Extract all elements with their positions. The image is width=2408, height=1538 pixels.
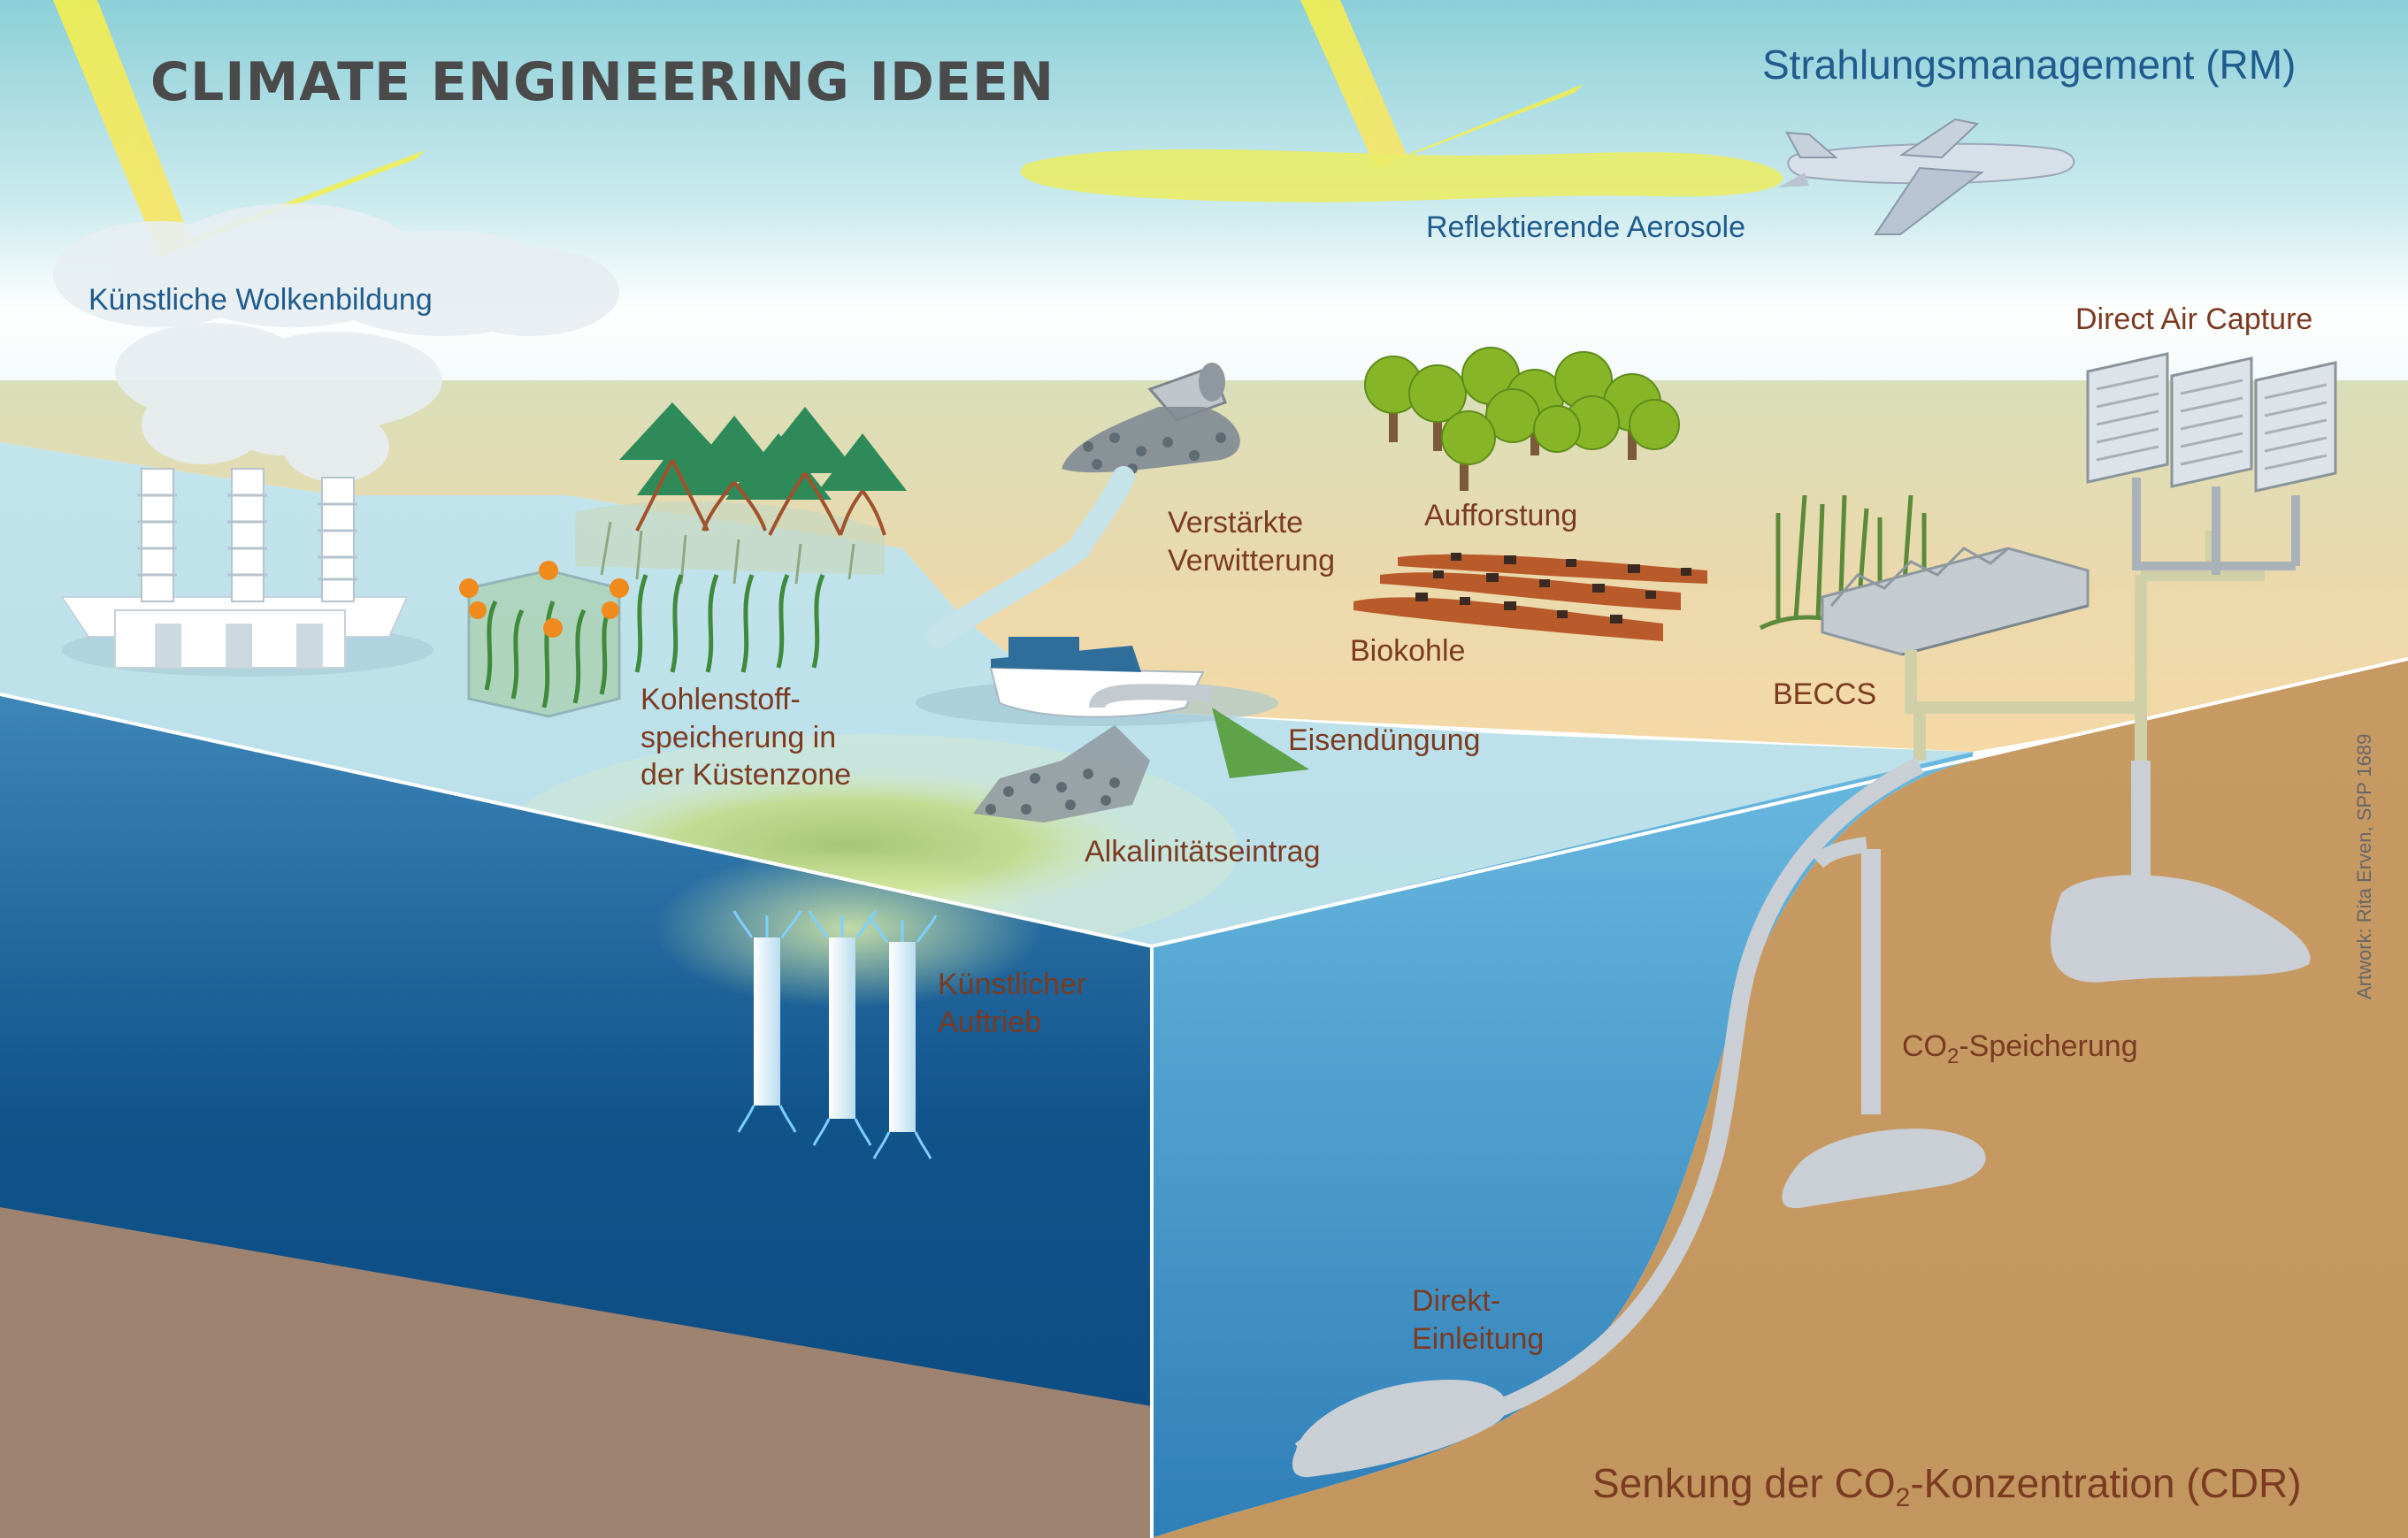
ocean-side-face — [1152, 752, 1973, 1538]
label-verwitterung-line1: Verstärkte — [1168, 506, 1304, 539]
cdr-header: Senkung der CO2-Konzentration (CDR) — [1592, 1459, 2302, 1513]
label-auftrieb-line1: Künstlicher — [938, 968, 1087, 1001]
label-verwitterung-line2: Verwitterung — [1168, 543, 1335, 578]
forest-icon — [1364, 347, 1680, 491]
label-kohlenstoff-line2: speicherung in — [640, 720, 837, 754]
label-beccs: BECCS — [1773, 677, 1877, 711]
label-kohlenstoff-line3: der Küstenzone — [640, 758, 852, 792]
box-edges — [0, 657, 2408, 1538]
label-co2-speicherung: CO2-Speicherung — [1902, 1028, 2138, 1070]
label-aerosole: Reflektierende Aerosole — [1426, 210, 1746, 244]
artwork-credit: Artwork: Rita Erven, SPP 1689 — [2353, 733, 2375, 999]
cdr-header-suffix: -Konzentration (CDR) — [1910, 1460, 2302, 1506]
land-surface — [0, 380, 2408, 752]
co2-reservoir-icon — [1782, 761, 2311, 1209]
seaweed-cage-icon — [459, 561, 825, 718]
label-speicherung-suffix: -Speicherung — [1959, 1029, 2138, 1063]
label-aufforstung: Aufforstung — [1424, 499, 1578, 532]
label-auftrieb-line2: Auftrieb — [938, 1005, 1042, 1039]
injection-pipe-icon — [1292, 757, 1924, 1478]
seabed — [0, 1207, 1152, 1538]
upwelling-glow — [655, 849, 1044, 1008]
aerosol-cloud-icon — [1020, 149, 1783, 203]
label-kohlenstoff-line1: Kohlenstoff- — [640, 683, 801, 716]
mangrove-trees-icon — [575, 402, 907, 585]
label-direkt-line2: Einleitung — [1412, 1321, 1545, 1356]
rock-bucket-icon — [926, 363, 1240, 648]
label-kohlenstoff: Kohlenstoff- speicherung in der Küstenzo… — [640, 681, 851, 794]
label-speicherung-sub: 2 — [1947, 1044, 1959, 1068]
label-eisenduengung: Eisendüngung — [1288, 723, 1481, 757]
label-direct-air-capture: Direct Air Capture — [2075, 302, 2313, 336]
cdr-header-sub: 2 — [1895, 1483, 1911, 1513]
diagram-title: CLIMATE ENGINEERING IDEEN — [150, 51, 1055, 113]
fertilizer-ship-icon — [916, 637, 1309, 823]
label-speicherung-prefix: CO — [1902, 1029, 1947, 1063]
cdr-header-prefix: Senkung der CO — [1592, 1460, 1896, 1506]
cloud-ship-icon — [53, 203, 619, 677]
sun-ray-right-icon — [1300, 0, 1584, 168]
dac-panels-icon — [2086, 352, 2337, 575]
rm-header: Strahlungsmanagement (RM) — [1762, 42, 2297, 88]
biochar-rows-icon — [1354, 553, 1707, 641]
label-direkt-einleitung: Direkt- Einleitung — [1412, 1282, 1544, 1358]
upwelling-pipes-icon — [732, 910, 938, 1159]
label-biokohle: Biokohle — [1350, 634, 1466, 668]
airplane-icon — [1778, 118, 2075, 235]
label-verwitterung: Verstärkte Verwitterung — [1168, 504, 1335, 579]
label-auftrieb: Künstlicher Auftrieb — [938, 966, 1086, 1041]
label-alkalinitaet: Alkalinitätseintrag — [1085, 835, 1321, 868]
label-direkt-line1: Direkt- — [1412, 1284, 1501, 1318]
label-wolkenbildung: Künstliche Wolkenbildung — [88, 283, 433, 317]
